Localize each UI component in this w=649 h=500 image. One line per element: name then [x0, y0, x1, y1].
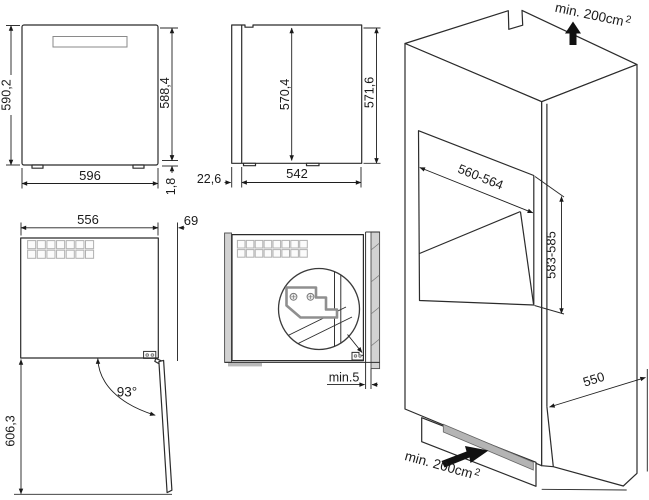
- vent-hole: [56, 249, 66, 259]
- front-width-label: 596: [79, 168, 101, 183]
- vent-hole: [245, 249, 255, 258]
- door-angle-label: 93°: [117, 385, 137, 400]
- vent-grid-a: [27, 240, 95, 259]
- side-view: 570,4 571,6 542 22,6: [197, 24, 381, 188]
- vent-hole: [290, 249, 299, 258]
- vent-hole: [85, 240, 95, 250]
- vent-hole: [281, 249, 290, 258]
- vent-hole: [281, 239, 290, 249]
- open-total-depth-label: 606,3: [4, 409, 18, 453]
- front-height-right-label: 588,4: [158, 73, 172, 113]
- front-view-body: [21, 24, 159, 166]
- vent-hole: [245, 239, 255, 249]
- vent-hole: [36, 249, 46, 259]
- vent-hole: [65, 249, 75, 259]
- front-view-handle: [52, 36, 128, 48]
- rear-gap-label: min.5: [329, 371, 360, 385]
- cabinet-wall-left: [224, 232, 232, 363]
- side-view-body: [231, 24, 363, 164]
- vent-hole: [263, 239, 273, 249]
- bottom-vent-arrow-icon: [441, 446, 489, 468]
- side-view-foot-rear: [305, 162, 320, 167]
- cabinet-depth-label: 550: [581, 369, 606, 390]
- fixing-bracket-detail: [285, 286, 339, 319]
- svg-text:571,6: 571,6: [363, 77, 377, 108]
- vent-hole: [299, 249, 308, 258]
- dim-line-cabinet-depth: [549, 376, 646, 408]
- vent-hole: [36, 240, 46, 250]
- door-open-view: 556 69 93° 606,3: [4, 212, 198, 495]
- vent-hole: [299, 239, 308, 249]
- niche-height-label: 583-585: [544, 231, 559, 279]
- vent-hole: [272, 249, 282, 258]
- side-inner-height-label: 570,4: [278, 74, 292, 115]
- front-base-gap-label: 1,8: [164, 173, 178, 200]
- vent-hole: [236, 239, 246, 249]
- vent-hole: [56, 240, 66, 250]
- vent-hole: [254, 249, 264, 258]
- vent-hole: [27, 249, 37, 259]
- svg-text:min. 200cm2: min. 200cm2: [554, 0, 633, 31]
- svg-text:606,3: 606,3: [4, 415, 18, 446]
- top-vent-label: min. 200cm2: [554, 0, 633, 31]
- front-view-foot-left: [31, 164, 44, 169]
- floor-strip: [228, 363, 262, 367]
- svg-text:583-585: 583-585: [544, 231, 559, 279]
- vent-hole: [46, 249, 56, 259]
- vent-hole: [75, 249, 85, 259]
- dim-line-niche-width: [419, 167, 534, 214]
- svg-text:1,8: 1,8: [164, 178, 178, 195]
- cabinet-3d-view: 560-564 583-585 550 min. 200cm2 min. 200…: [403, 0, 648, 491]
- front-view: 590,2 588,4 1,8 596: [0, 24, 178, 200]
- vent-hole: [46, 240, 56, 250]
- front-view-foot-right: [132, 164, 145, 169]
- side-view-foot-front: [242, 162, 257, 167]
- vent-hole: [75, 240, 85, 250]
- side-depth-label: 542: [286, 166, 308, 181]
- vent-hole: [254, 239, 264, 249]
- door-depth-label: 69: [184, 213, 198, 228]
- side-total-height-label: 571,6: [363, 72, 377, 113]
- front-height-left-label: 590,2: [0, 75, 14, 115]
- top-vent-arrow-icon: [565, 21, 581, 45]
- bottom-vent-slot: [442, 423, 534, 471]
- vent-hole: [272, 239, 282, 249]
- svg-text:588,4: 588,4: [158, 77, 172, 108]
- svg-text:570,4: 570,4: [278, 79, 292, 110]
- vent-hole: [65, 240, 75, 250]
- vent-hole: [290, 239, 299, 249]
- vent-hole: [85, 249, 95, 259]
- vent-grid-b: [236, 239, 308, 258]
- cabinet-wall-right: [370, 231, 381, 370]
- vent-hole: [27, 240, 37, 250]
- side-door-thickness-label: 22,6: [197, 172, 221, 186]
- vent-hole: [263, 249, 273, 258]
- detail-leader-arrow: [347, 334, 363, 353]
- door-angle-arc: [95, 358, 156, 416]
- detail-circle-content: [284, 268, 353, 348]
- open-door: [158, 359, 173, 494]
- vent-hole: [236, 249, 246, 258]
- installed-view: min.5: [224, 231, 381, 389]
- svg-text:590,2: 590,2: [0, 79, 14, 110]
- open-width-label: 556: [77, 212, 99, 227]
- svg-text:550: 550: [581, 369, 606, 390]
